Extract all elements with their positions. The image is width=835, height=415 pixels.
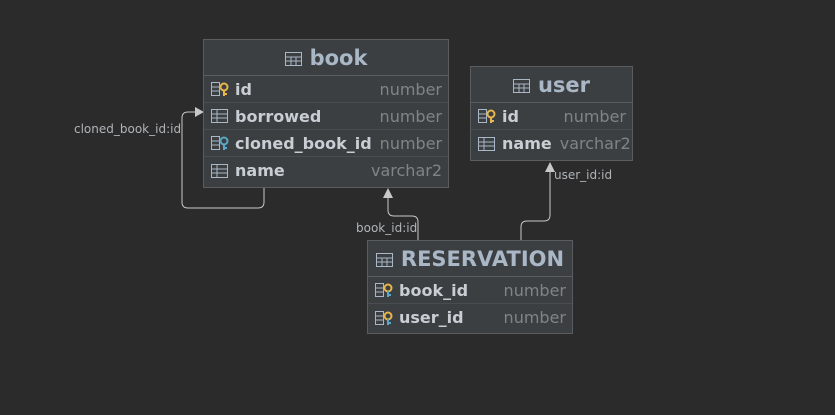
primary-key-icon (478, 108, 498, 124)
self-reference-connector (181, 111, 265, 209)
book-relation-label: book_id:id (356, 221, 418, 235)
column-type: number (379, 106, 442, 126)
table-user[interactable]: user id number name varchar2 (470, 66, 633, 161)
column-icon (211, 108, 231, 124)
column-type: varchar2 (371, 161, 442, 180)
table-reservation-header[interactable]: RESERVATION (368, 241, 572, 277)
column-type: number (563, 106, 626, 126)
column-name: name (502, 134, 552, 153)
user-relation-arrow (545, 162, 555, 172)
table-icon (512, 78, 530, 93)
user-relation-label: user_id:id (554, 168, 613, 182)
book-relation-arrow (383, 188, 393, 198)
table-reservation-title: RESERVATION (400, 246, 565, 271)
self-reference-label: cloned_book_id:id (74, 122, 182, 136)
column-name: user_id (399, 308, 464, 327)
column-name: id (235, 79, 252, 99)
column-row-name[interactable]: name varchar2 (471, 130, 632, 157)
column-row-cloned-book-id[interactable]: cloned_book_id number (204, 130, 448, 157)
table-book-title: book (309, 45, 368, 70)
column-row-name[interactable]: name varchar2 (204, 157, 448, 184)
column-row-id[interactable]: id number (471, 103, 632, 130)
column-type: varchar2 (559, 134, 631, 153)
column-name: name (235, 161, 285, 180)
primary-foreign-key-icon (375, 310, 395, 326)
self-reference-arrow (195, 107, 204, 117)
table-book[interactable]: book id number borrowed number cloned_bo… (203, 39, 449, 188)
column-type: number (379, 79, 442, 99)
book-relation-connector (387, 198, 419, 240)
column-icon (211, 163, 231, 179)
column-type: number (379, 133, 443, 153)
table-user-title: user (537, 72, 591, 97)
table-user-header[interactable]: user (471, 67, 632, 103)
table-book-header[interactable]: book (204, 40, 448, 76)
column-icon (478, 136, 498, 152)
table-reservation[interactable]: RESERVATION book_id number user_id numbe… (367, 240, 573, 334)
column-row-id[interactable]: id number (204, 76, 448, 103)
table-icon (284, 51, 302, 66)
foreign-key-icon (211, 135, 231, 151)
primary-key-icon (211, 81, 231, 97)
column-name: book_id (399, 280, 469, 300)
column-row-user-id[interactable]: user_id number (368, 304, 572, 331)
table-icon (375, 252, 393, 267)
user-relation-connector (520, 172, 551, 240)
column-name: borrowed (235, 106, 322, 126)
column-row-borrowed[interactable]: borrowed number (204, 103, 448, 130)
column-type: number (503, 280, 566, 300)
column-name: id (502, 106, 519, 126)
column-row-book-id[interactable]: book_id number (368, 277, 572, 304)
column-type: number (503, 308, 566, 327)
column-name: cloned_book_id (235, 133, 372, 153)
primary-foreign-key-icon (375, 282, 395, 298)
